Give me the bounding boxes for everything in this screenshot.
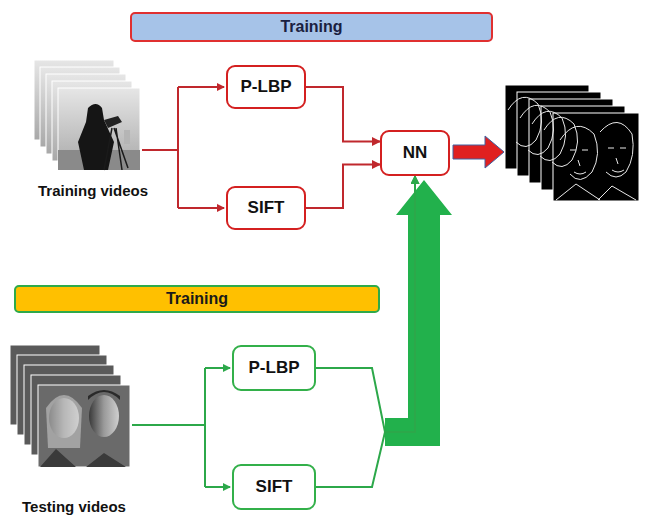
- node-text: NN: [403, 143, 428, 163]
- node-text: SIFT: [256, 477, 293, 497]
- node-text: P-LBP: [249, 358, 300, 378]
- input-line: [178, 207, 224, 209]
- network-box: NN: [380, 130, 450, 176]
- node-text: Training: [280, 18, 342, 36]
- training-video-stack: [34, 60, 140, 170]
- input-line: [205, 486, 230, 488]
- feature-box: SIFT: [226, 186, 306, 230]
- input-line: [178, 86, 224, 88]
- merge-arrow: [385, 180, 452, 446]
- node-text: P-LBP: [241, 77, 292, 97]
- video-caption: Testing videos: [22, 498, 126, 515]
- stage-band: Training: [130, 12, 493, 42]
- input-line: [205, 367, 230, 369]
- video-caption: Training videos: [38, 182, 148, 199]
- feature-box: SIFT: [232, 464, 316, 510]
- node-text: Training: [166, 290, 228, 308]
- feature-box: P-LBP: [232, 345, 316, 391]
- input-split-line: [132, 368, 205, 487]
- connector: [316, 176, 415, 487]
- feature-box: P-LBP: [226, 65, 306, 109]
- output-arrow: [453, 136, 504, 168]
- node-text: SIFT: [248, 198, 285, 218]
- output-edge-stack: [505, 85, 639, 201]
- connector: [306, 87, 380, 142]
- testing-video-stack: [10, 345, 130, 467]
- stage-band: Training: [14, 285, 380, 313]
- connector: [306, 165, 380, 209]
